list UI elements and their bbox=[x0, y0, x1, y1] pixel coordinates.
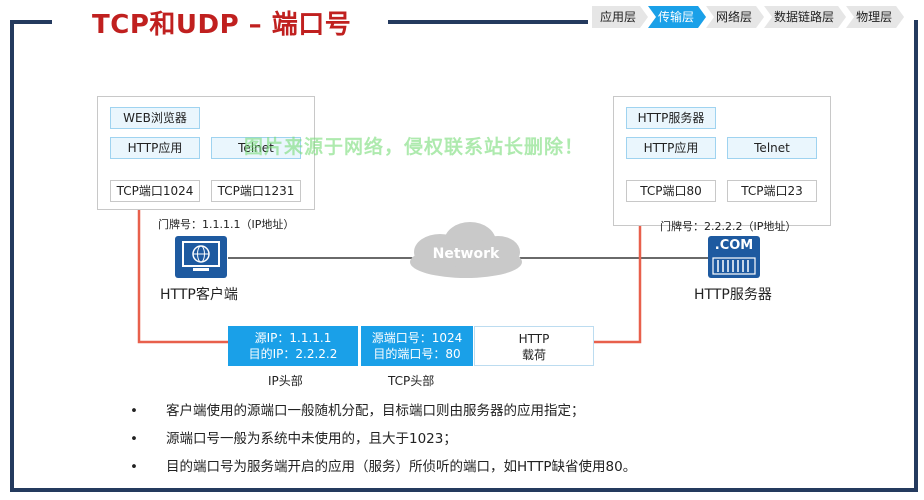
packet-destination-ip: 目的IP：2.2.2.2 bbox=[248, 347, 338, 361]
packet-source-ip: 源IP：1.1.1.1 bbox=[254, 331, 332, 345]
slide-frame-left bbox=[10, 20, 14, 490]
client-telnet-port: TCP端口1231 bbox=[211, 180, 301, 202]
server-ip-address: 门牌号：2.2.2.2（IP地址） bbox=[660, 220, 797, 233]
client-http-app: HTTP应用 bbox=[110, 137, 200, 159]
packet-destination-port: 目的端口号：80 bbox=[373, 347, 461, 361]
packet-source-port: 源端口号：1024 bbox=[371, 331, 463, 345]
slide-frame-top-right bbox=[388, 20, 588, 24]
server-dotcom-icon: .COM bbox=[708, 236, 760, 278]
tab-application-layer[interactable]: 应用层 bbox=[592, 6, 648, 28]
monitor-globe-icon bbox=[175, 236, 227, 278]
bullet-item: • 客户端使用的源端口一般随机分配，目标端口则由服务器的应用指定； bbox=[130, 400, 890, 428]
slide-frame-bottom bbox=[10, 488, 918, 492]
packet-tcp-header: 源端口号：1024 目的端口号：80 bbox=[361, 326, 473, 366]
slide-frame-top-left bbox=[10, 20, 52, 24]
cloud-icon bbox=[410, 222, 522, 278]
slide-frame-right bbox=[914, 20, 918, 492]
server-http-port: TCP端口80 bbox=[626, 180, 716, 202]
server-app-title: HTTP服务器 bbox=[626, 107, 716, 129]
tab-datalink-layer[interactable]: 数据链路层 bbox=[764, 6, 846, 28]
bullet-marker: • bbox=[130, 403, 138, 419]
bullet-item: • 源端口号一般为系统中未使用的，且大于1023； bbox=[130, 428, 890, 456]
packet-tcp-caption: TCP头部 bbox=[388, 374, 435, 388]
packet-ip-header: 源IP：1.1.1.1 目的IP：2.2.2.2 bbox=[228, 326, 358, 366]
server-telnet-port: TCP端口23 bbox=[727, 180, 817, 202]
tab-network-layer[interactable]: 网络层 bbox=[706, 6, 764, 28]
bullet-item: • 目的端口号为服务端开启的应用（服务）所侦听的端口，如HTTP缺省使用80。 bbox=[130, 456, 890, 484]
packet-payload-label: 载荷 bbox=[521, 348, 546, 362]
packet-ip-caption: IP头部 bbox=[268, 374, 303, 388]
bullet-marker: • bbox=[130, 459, 138, 475]
client-http-port: TCP端口1024 bbox=[110, 180, 200, 202]
network-label: Network bbox=[432, 246, 500, 262]
layer-tabs: 应用层 传输层 网络层 数据链路层 物理层 bbox=[592, 6, 904, 28]
bullet-text: 客户端使用的源端口一般随机分配，目标端口则由服务器的应用指定； bbox=[166, 403, 585, 419]
bullet-text: 源端口号一般为系统中未使用的，且大于1023； bbox=[166, 431, 457, 447]
packet-path-line bbox=[137, 205, 228, 344]
packet-payload-protocol: HTTP bbox=[518, 332, 550, 346]
server-dotcom-text: .COM bbox=[714, 238, 754, 253]
client-app-title: WEB浏览器 bbox=[110, 107, 200, 129]
tab-transport-layer[interactable]: 传输层 bbox=[648, 6, 706, 28]
bullet-list: • 客户端使用的源端口一般随机分配，目标端口则由服务器的应用指定； • 源端口号… bbox=[130, 400, 890, 484]
client-telnet-app: Telnet bbox=[211, 137, 301, 159]
bullet-text: 目的端口号为服务端开启的应用（服务）所侦听的端口，如HTTP缺省使用80。 bbox=[166, 459, 637, 475]
server-device-label: HTTP服务器 bbox=[694, 287, 772, 303]
tab-physical-layer[interactable]: 物理层 bbox=[846, 6, 904, 28]
bullet-marker: • bbox=[130, 431, 138, 447]
client-device-label: HTTP客户端 bbox=[160, 287, 238, 303]
packet-path-arrow bbox=[594, 193, 653, 344]
watermark-text: 图片来源于网络，侵权联系站长删除！ bbox=[244, 136, 585, 158]
slide-title: TCP和UDP – 端口号 bbox=[92, 10, 352, 40]
client-ip-address: 门牌号：1.1.1.1（IP地址） bbox=[158, 218, 295, 231]
server-http-app: HTTP应用 bbox=[626, 137, 716, 159]
packet-payload: HTTP 载荷 bbox=[474, 326, 594, 366]
server-telnet-app: Telnet bbox=[727, 137, 817, 159]
